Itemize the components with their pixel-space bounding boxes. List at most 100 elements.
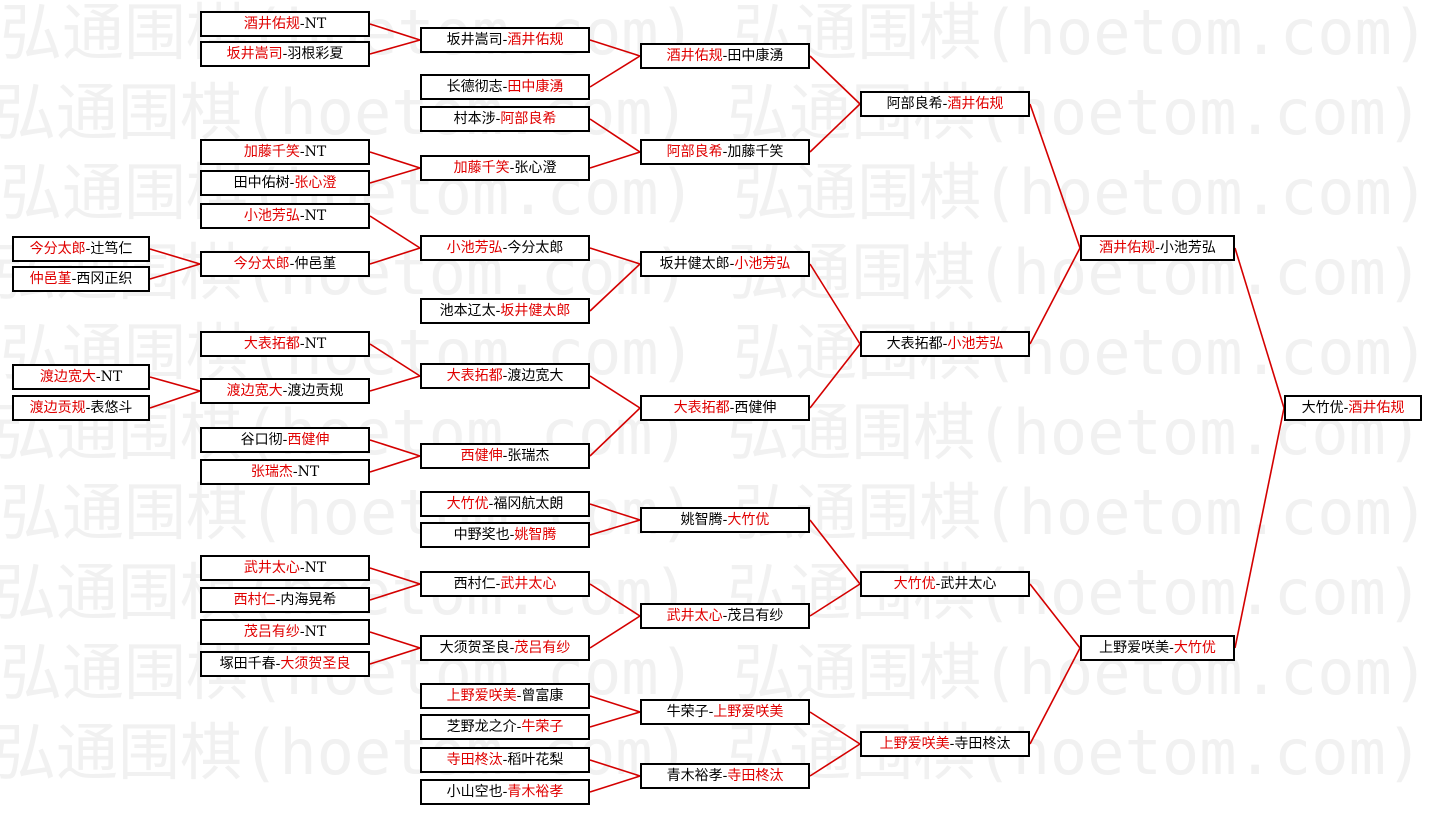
separator: - — [95, 369, 101, 385]
player-name: 酒井佑规 — [507, 32, 564, 48]
connector-line — [149, 263, 201, 280]
match-box: 今分太郎-辻笃仁 — [12, 236, 150, 262]
connector-line — [369, 375, 421, 392]
player-name: 加藤千笑 — [727, 144, 784, 160]
player-name: 小池芳弘 — [446, 240, 503, 256]
separator: - — [275, 592, 281, 608]
connector-line — [589, 263, 641, 312]
player-name: 阿部良希 — [666, 144, 723, 160]
connector-line — [809, 55, 861, 105]
player-name: NT — [100, 369, 123, 385]
separator: - — [299, 624, 305, 640]
player-name: 大须贺圣良 — [280, 656, 351, 672]
separator: - — [289, 175, 295, 191]
connector-line — [809, 711, 861, 745]
match-box: 渡边贡规-表悠斗 — [12, 395, 150, 421]
match-box: 西村仁-内海晃希 — [200, 587, 370, 613]
player-name: 今分太郎 — [29, 241, 86, 257]
match-box: 大表拓都-西健伸 — [640, 395, 810, 421]
match-box: 大须贺圣良-茂吕有纱 — [420, 635, 590, 661]
separator: - — [708, 704, 714, 720]
connector-line — [1029, 247, 1081, 345]
connector-line — [1029, 583, 1081, 649]
connector-line — [1234, 247, 1285, 409]
separator: - — [1343, 400, 1349, 416]
separator: - — [488, 496, 494, 512]
player-name: 辻笃仁 — [90, 241, 133, 257]
match-box: 青木裕孝-寺田柊汰 — [640, 763, 810, 789]
player-name: 田中康湧 — [727, 48, 784, 64]
player-name: 福冈航太朗 — [493, 496, 564, 512]
separator: - — [516, 688, 522, 704]
connector-line — [369, 343, 421, 377]
match-box: 加藤千笑-NT — [200, 139, 370, 165]
separator: - — [299, 144, 305, 160]
separator: - — [935, 576, 941, 592]
player-name: 大竹优 — [446, 496, 489, 512]
player-name: 田中康湧 — [507, 79, 564, 95]
separator: - — [516, 719, 522, 735]
player-name: 渡边贡规 — [29, 400, 86, 416]
player-name: 表悠斗 — [90, 400, 133, 416]
player-name: 张心澄 — [514, 160, 557, 176]
connector-line — [809, 343, 861, 409]
separator: - — [942, 96, 948, 112]
match-box: 酒井佑规-田中康湧 — [640, 43, 810, 69]
connector-line — [1234, 407, 1285, 649]
player-name: 阿部良希 — [886, 96, 943, 112]
separator: - — [289, 256, 295, 272]
match-box: 酒井佑规-NT — [200, 11, 370, 37]
player-name: 仲邑堇 — [294, 256, 337, 272]
separator: - — [949, 736, 955, 752]
player-name: NT — [304, 208, 327, 224]
player-name: 坂井健太郎 — [659, 256, 730, 272]
separator: - — [495, 576, 501, 592]
separator: - — [509, 160, 515, 176]
player-name: 坂井嵩司 — [446, 32, 503, 48]
match-box: 大表拓都-小池芳弘 — [860, 331, 1030, 357]
player-name: 寺田柊汰 — [954, 736, 1011, 752]
connector-line — [369, 215, 421, 249]
separator: - — [509, 640, 515, 656]
player-name: 西健伸 — [734, 400, 777, 416]
player-name: 酒井佑规 — [243, 16, 300, 32]
connector-line — [589, 503, 641, 521]
connector-line — [589, 407, 641, 457]
separator: - — [299, 16, 305, 32]
connector-line — [369, 439, 421, 457]
connector-line — [589, 375, 641, 409]
separator: - — [729, 256, 735, 272]
separator: - — [722, 608, 728, 624]
player-name: 坂井健太郎 — [500, 303, 571, 319]
separator: - — [502, 32, 508, 48]
match-box: 加藤千笑-张心澄 — [420, 155, 590, 181]
match-box: 小山空也-青木裕孝 — [420, 779, 590, 805]
player-name: 塚田千春 — [219, 656, 276, 672]
match-box: 寺田柊汰-稻叶花梨 — [420, 747, 590, 773]
connector-line — [369, 647, 421, 665]
connector-line — [809, 583, 861, 617]
player-name: 大竹优 — [893, 576, 936, 592]
player-name: 今分太郎 — [507, 240, 564, 256]
connector-line — [809, 103, 861, 153]
separator: - — [282, 432, 288, 448]
match-box: 仲邑堇-西冈正织 — [12, 266, 150, 292]
match-box: 今分太郎-仲邑堇 — [200, 251, 370, 277]
player-name: 小池芳弘 — [1159, 240, 1216, 256]
player-name: NT — [304, 560, 327, 576]
player-name: 武井太心 — [243, 560, 300, 576]
separator: - — [85, 241, 91, 257]
match-box: 长德彻志-田中康湧 — [420, 74, 590, 100]
player-name: 张心澄 — [294, 175, 337, 191]
player-name: 酒井佑规 — [1348, 400, 1405, 416]
match-box: 上野爱咲美-寺田柊汰 — [860, 731, 1030, 757]
match-box: 武井太心-茂吕有纱 — [640, 603, 810, 629]
player-name: 姚智腾 — [680, 512, 723, 528]
connector-line — [589, 711, 641, 728]
player-name: 西健伸 — [287, 432, 330, 448]
match-box: 大表拓都-渡边宽大 — [420, 363, 590, 389]
player-name: 武井太心 — [500, 576, 557, 592]
player-name: 阿部良希 — [500, 111, 557, 127]
match-box: 阿部良希-加藤千笑 — [640, 139, 810, 165]
